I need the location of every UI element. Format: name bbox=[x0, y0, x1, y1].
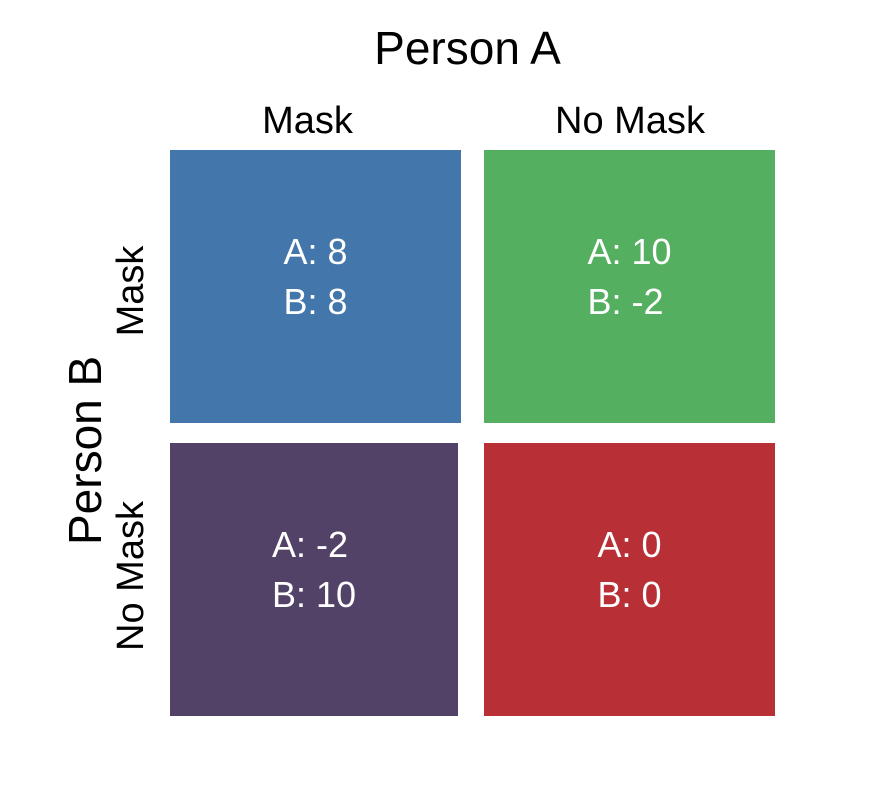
payoff-b: B: 0 bbox=[597, 573, 662, 615]
payoff-a: A: 0 bbox=[597, 523, 662, 565]
payoff-a: A: -2 bbox=[271, 523, 348, 565]
cell-mask-nomask: A: 10 B: -2 bbox=[484, 150, 775, 423]
payoff-a: A: 10 bbox=[587, 230, 672, 272]
payoff-a: A: 8 bbox=[283, 230, 348, 272]
column-player-title: Person A bbox=[374, 22, 561, 74]
cell-nomask-nomask: A: 0 B: 0 bbox=[484, 443, 775, 716]
column-label-mask: Mask bbox=[262, 100, 353, 142]
row-label-mask: Mask bbox=[110, 245, 152, 337]
payoff-b: B: 8 bbox=[283, 280, 348, 322]
row-player-title: Person B bbox=[59, 355, 111, 545]
cell-nomask-mask: A: -2 B: 10 bbox=[170, 443, 458, 716]
cell-mask-mask: A: 8 B: 8 bbox=[170, 150, 461, 423]
payoff-b: B: 10 bbox=[271, 573, 357, 615]
payoff-b: B: -2 bbox=[587, 280, 664, 322]
column-label-no-mask: No Mask bbox=[555, 100, 705, 142]
row-label-no-mask: No Mask bbox=[110, 501, 152, 651]
